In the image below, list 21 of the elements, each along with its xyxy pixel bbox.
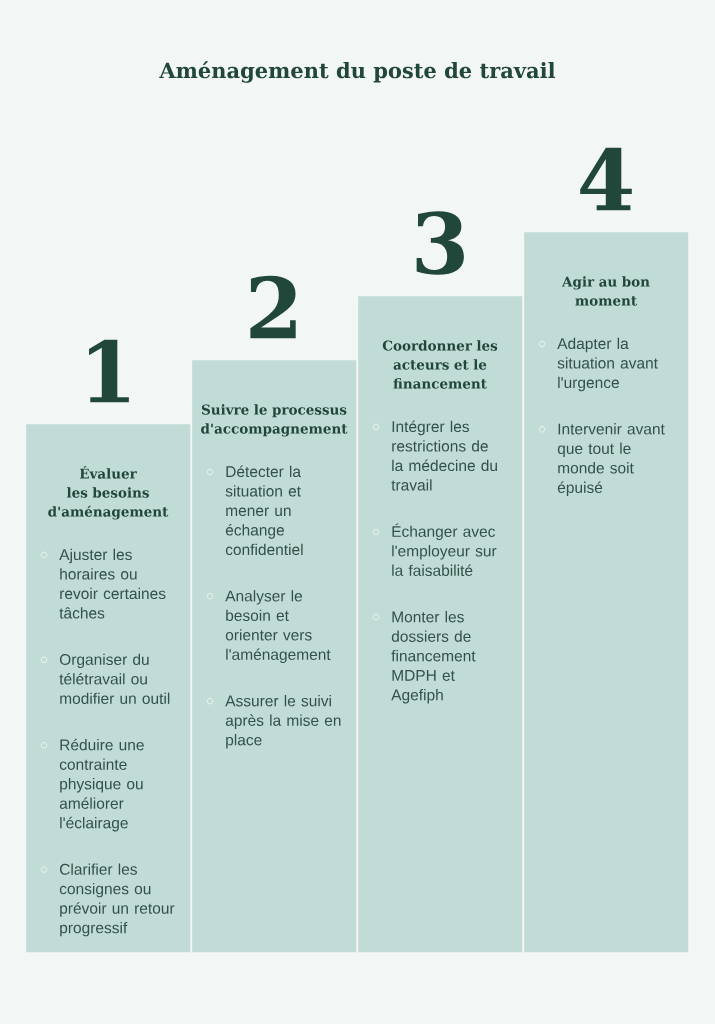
bullet-text: Échanger avec l'employeur sur la faisabilité [392, 523, 497, 576]
bullet-text: Monter les dossiers de financement MDPH et Agefiph [391, 611, 476, 704]
bullet-text: Adapter la situation avant l'urgence [557, 337, 658, 392]
bullet-text: Ajuster les horaires ou revoir certaines tâches [59, 548, 166, 619]
title: Aménagement du poste de travail [159, 61, 556, 83]
step-number: 1 [89, 339, 129, 403]
step-heading: Évaluer les besoins d'aménagement [48, 465, 169, 520]
bullet-text: Assurer le suivi après la mise en place [225, 695, 341, 749]
bullet-text: Intervenir avant que tout le monde soit épuisé [557, 423, 665, 497]
step-number: 3 [416, 211, 464, 275]
step-number: 2 [250, 275, 296, 339]
bullet-text: Clarifier les consignes ou prévoir un retour progressif [59, 863, 175, 937]
bullet-text: Réduire une contrainte physique ou améliorer l'éclairage [59, 738, 144, 832]
step-heading: Suivre le processus d'accompagnement [201, 404, 348, 437]
step-heading: Coordonner les acteurs et le financement [382, 340, 498, 389]
bullet-text: Détecter la situation et mener un échange confidentiel [225, 465, 303, 556]
step-heading: Agir au bon moment [561, 276, 650, 306]
bullet-text: Organiser du télétravail ou modifier un outil [59, 653, 170, 704]
step-number: 4 [580, 147, 632, 211]
bullet-text: Analyser le besoin et orienter vers l'aménagement [225, 590, 331, 664]
bullet-text: Intégrer les restrictions de la médecine du travail [391, 420, 497, 491]
